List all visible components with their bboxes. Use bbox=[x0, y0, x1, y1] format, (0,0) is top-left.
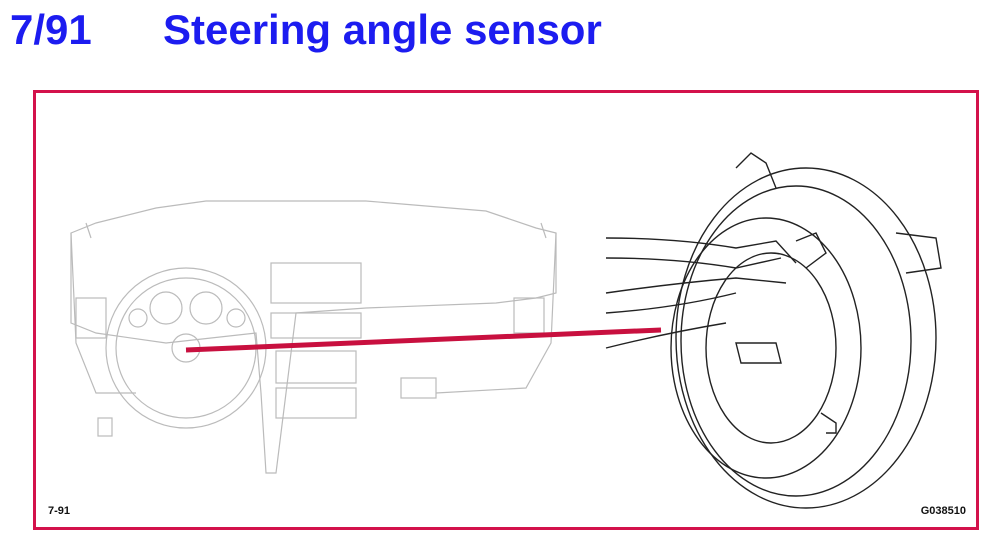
figure-label: 7-91 bbox=[48, 505, 71, 517]
pointer-line bbox=[185, 327, 662, 353]
section-number: 7/91 bbox=[10, 6, 92, 53]
dashboard-drawing bbox=[70, 200, 557, 474]
figure-code: G038510 bbox=[920, 505, 966, 517]
page-title: Steering angle sensor bbox=[163, 6, 602, 53]
steering-sensor-illustration bbox=[70, 152, 942, 509]
sensor-drawing bbox=[605, 152, 942, 509]
figure-frame: 7-91 G038510 bbox=[33, 90, 979, 530]
